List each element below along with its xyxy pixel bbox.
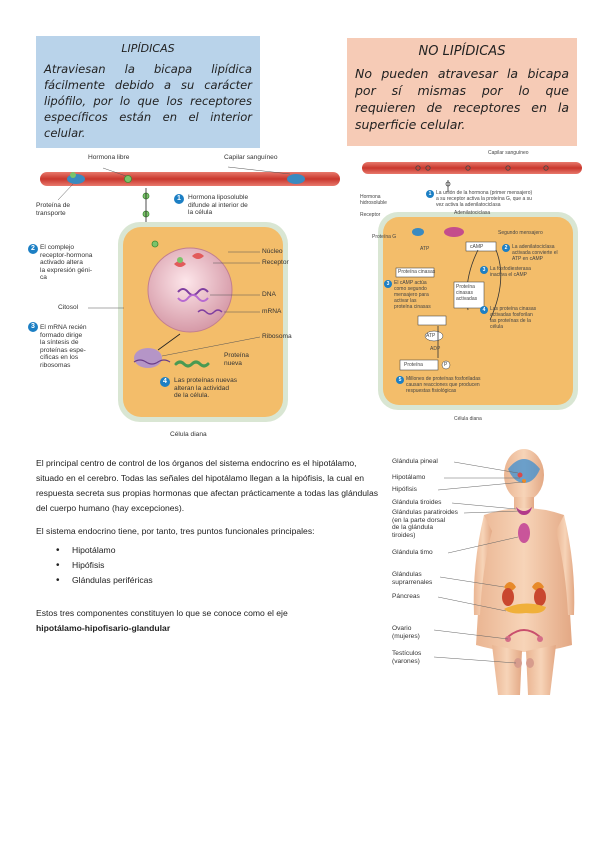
free-hormone [124,175,132,183]
label-new-protein: Proteína nueva [224,352,249,367]
label-mrna: mRNA [262,308,282,315]
capillary-vessel-2 [362,162,582,174]
nl-step-3-badge: 3 [384,280,392,288]
water-hormone-illustration [362,162,582,410]
label-nl-step-2: La adenilatociclasa activada convierte e… [512,244,558,262]
label-adrenals: Glándulas suprarrenales [392,571,433,586]
lipidicas-box: LIPÍDICAS Atraviesan la bicapa lipídica … [36,36,260,148]
label-camp: cAMP [470,244,484,250]
label-capillary: Capilar sanguíneo [224,154,278,161]
label-step-1: Hormona liposoluble difunde al interior … [188,194,249,217]
torso-outline [476,508,572,652]
no-lipidicas-text: No pueden atravesar la bicapa por sí mis… [355,66,569,132]
step-3-badge: 3 [28,322,38,332]
label-water-hormone: Hormona hidrosoluble [360,194,387,206]
functional-points-intro: El sistema endocrino tiene, por tanto, t… [36,525,315,536]
nl-step-4-badge: 4 [480,306,488,314]
nl-step-1-badge: 1 [426,190,434,198]
ribosome [134,348,162,368]
label-cytosol: Citosol [58,304,79,311]
label-testes: Testículos (varones) [392,650,422,665]
label-receptor-2: Receptor [360,212,381,218]
list-item: Hipófisis [56,558,153,573]
endocrine-body-figure: Glándula pineal Hipotálamo Hipófisis Glá… [392,445,582,695]
label-target-cell: Célula diana [170,431,207,438]
nl-step-pd-badge: 3 [480,266,488,274]
intro-paragraph: El principal centro de control de los ór… [36,457,379,513]
water-hormone-figure: Capilar sanguíneo Hormona hidrosoluble R… [358,150,586,432]
label-hypothalamus: Hipotálamo [392,474,426,481]
nucleus [147,247,233,333]
label-nl-step-pd: La fosfodiesterasa inactiva el cAMP [490,266,531,278]
label-dna: DNA [262,291,276,298]
new-protein [174,360,210,368]
label-adp: ADP [430,346,441,352]
label-active-kinases: Proteína cinasas activadas [456,284,478,302]
axis-paragraph: Estos tres componentes constituyen lo qu… [36,606,381,636]
label-nl-step-4: Las proteína cinasas activadas fosforila… [490,306,537,330]
label-transport-protein: Proteína de transporte [36,202,71,217]
no-lipidicas-box: NO LIPÍDICAS No pueden atravesar la bica… [347,38,577,146]
label-step-3: El mRNA recién formado dirige la síntesi… [40,324,87,369]
lipidicas-text: Atraviesan la bicapa lipídica fácilmente… [44,62,252,140]
label-step-4: Las proteínas nuevas alteran la activida… [174,377,238,400]
label-pineal: Glándula pineal [392,458,438,465]
thyroid [516,507,532,515]
label-capillary-2: Capilar sanguíneo [488,150,529,156]
axis-name: hipotálamo-hipofisario-glandular [36,622,171,633]
nl-step-5-badge: 5 [396,376,404,384]
functional-points-list: Hipotálamo Hipófisis Glándulas periféric… [56,543,153,588]
label-pancreas: Páncreas [392,593,420,600]
label-ribosome: Ribosoma [262,333,292,340]
label-nl-step-5: Millones de proteínas fosforiladas causa… [406,376,481,394]
list-item: Hipotálamo [56,543,153,558]
nl-step-2-badge: 2 [502,244,510,252]
label-nl-step-1: La unión de la hormona (primer mensajero… [436,190,533,208]
thymus [518,523,530,543]
label-nucleus: Núcleo [262,248,283,255]
no-lipidicas-title: NO LIPÍDICAS [418,44,506,59]
label-target-cell-2: Célula diana [454,416,482,422]
lipid-hormone-figure: Hormona libre Capilar sanguíneo Proteína… [28,152,348,442]
step-4-badge: 4 [160,377,170,387]
lipidicas-title: LIPÍDICAS [121,42,175,55]
step-1-badge: 1 [174,194,184,204]
lipid-hormone-illustration [40,166,340,422]
axis-intro: Estos tres componentes constituyen lo qu… [36,607,288,618]
label-ovary: Ovario (mujeres) [392,625,420,640]
label-kinases: Proteína cinasas [398,269,436,275]
label-parathyroid: Glándulas paratiroides (en la parte dors… [392,509,458,539]
label-g-protein: Proteína G [372,234,397,240]
label-step-2: El complejo receptor-hormona activado al… [40,244,93,282]
label-second-messenger: Segundo mensajero [498,230,543,236]
pancreas [504,603,546,614]
label-thyroid: Glándula tiroides [392,499,442,506]
target-cell-2 [383,217,573,405]
step-2-badge: 2 [28,244,38,254]
label-phosphate: P [444,362,448,368]
label-nl-step-3: El cAMP actúa como segundo mensajero par… [394,280,431,310]
label-atp-2: ATP [426,333,436,339]
label-pituitary: Hipófisis [392,486,417,493]
capillary-vessel [40,172,340,186]
label-atp: ATP [420,246,430,252]
label-thymus: Glándula timo [392,549,433,556]
label-protein: Proteína [404,362,423,368]
label-adenylate: Adenilatociclasa [454,210,491,216]
label-free-hormone: Hormona libre [88,154,130,161]
list-item: Glándulas periféricas [56,573,153,588]
body-illustration [433,449,575,695]
label-receptor: Receptor [262,259,289,266]
